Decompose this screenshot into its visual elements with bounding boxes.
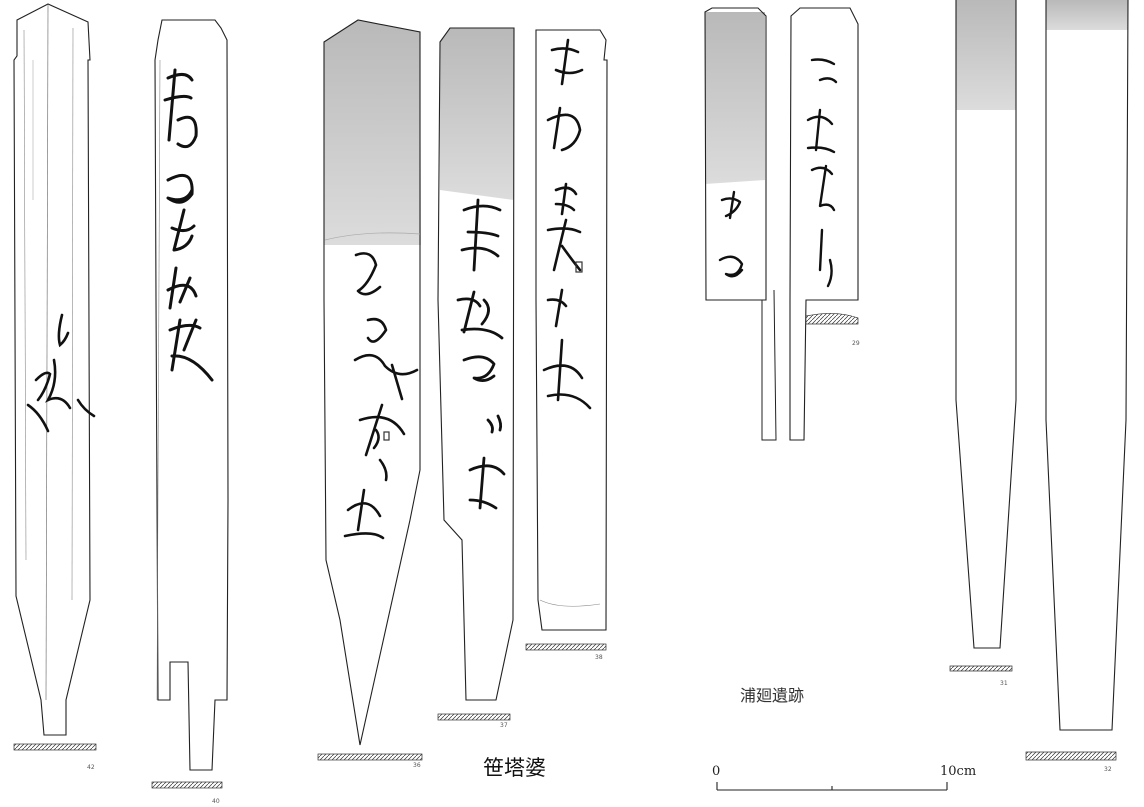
scale-bar xyxy=(716,782,948,791)
scale-end-label: 10cm xyxy=(940,764,977,779)
specimen-number-31: 31 xyxy=(1000,680,1008,687)
plank-38-small-marks xyxy=(383,261,583,441)
plank-32 xyxy=(1025,0,1129,761)
plank-36-inscription xyxy=(343,252,419,540)
plank-42-inscription xyxy=(26,313,96,433)
plank-37-inscription xyxy=(456,198,506,510)
specimen-number-36: 36 xyxy=(413,762,421,769)
plank-31 xyxy=(949,0,1017,672)
plank-37 xyxy=(437,27,515,701)
plank-40-inscription xyxy=(163,68,214,382)
site-label-urawa: 浦廻遺跡 xyxy=(740,686,805,705)
site-label-sasatoba: 笹塔婆 xyxy=(483,756,546,780)
plank-29 xyxy=(704,7,859,441)
specimen-number-38: 38 xyxy=(595,654,603,661)
specimen-number-40: 40 xyxy=(212,798,220,805)
specimen-number-32: 32 xyxy=(1104,766,1112,773)
scale-start-label: 0 xyxy=(712,764,721,779)
plank-36 xyxy=(323,19,421,746)
specimen-number-37: 37 xyxy=(500,722,508,729)
plank-42 xyxy=(13,3,91,736)
plank-38-inscription xyxy=(542,38,592,410)
specimen-number-42: 42 xyxy=(87,764,95,771)
section-bars xyxy=(13,643,607,789)
specimen-number-29: 29 xyxy=(852,340,860,347)
plank-40 xyxy=(154,19,229,771)
plank-38 xyxy=(535,29,608,631)
plank-29-inscription xyxy=(718,58,838,288)
